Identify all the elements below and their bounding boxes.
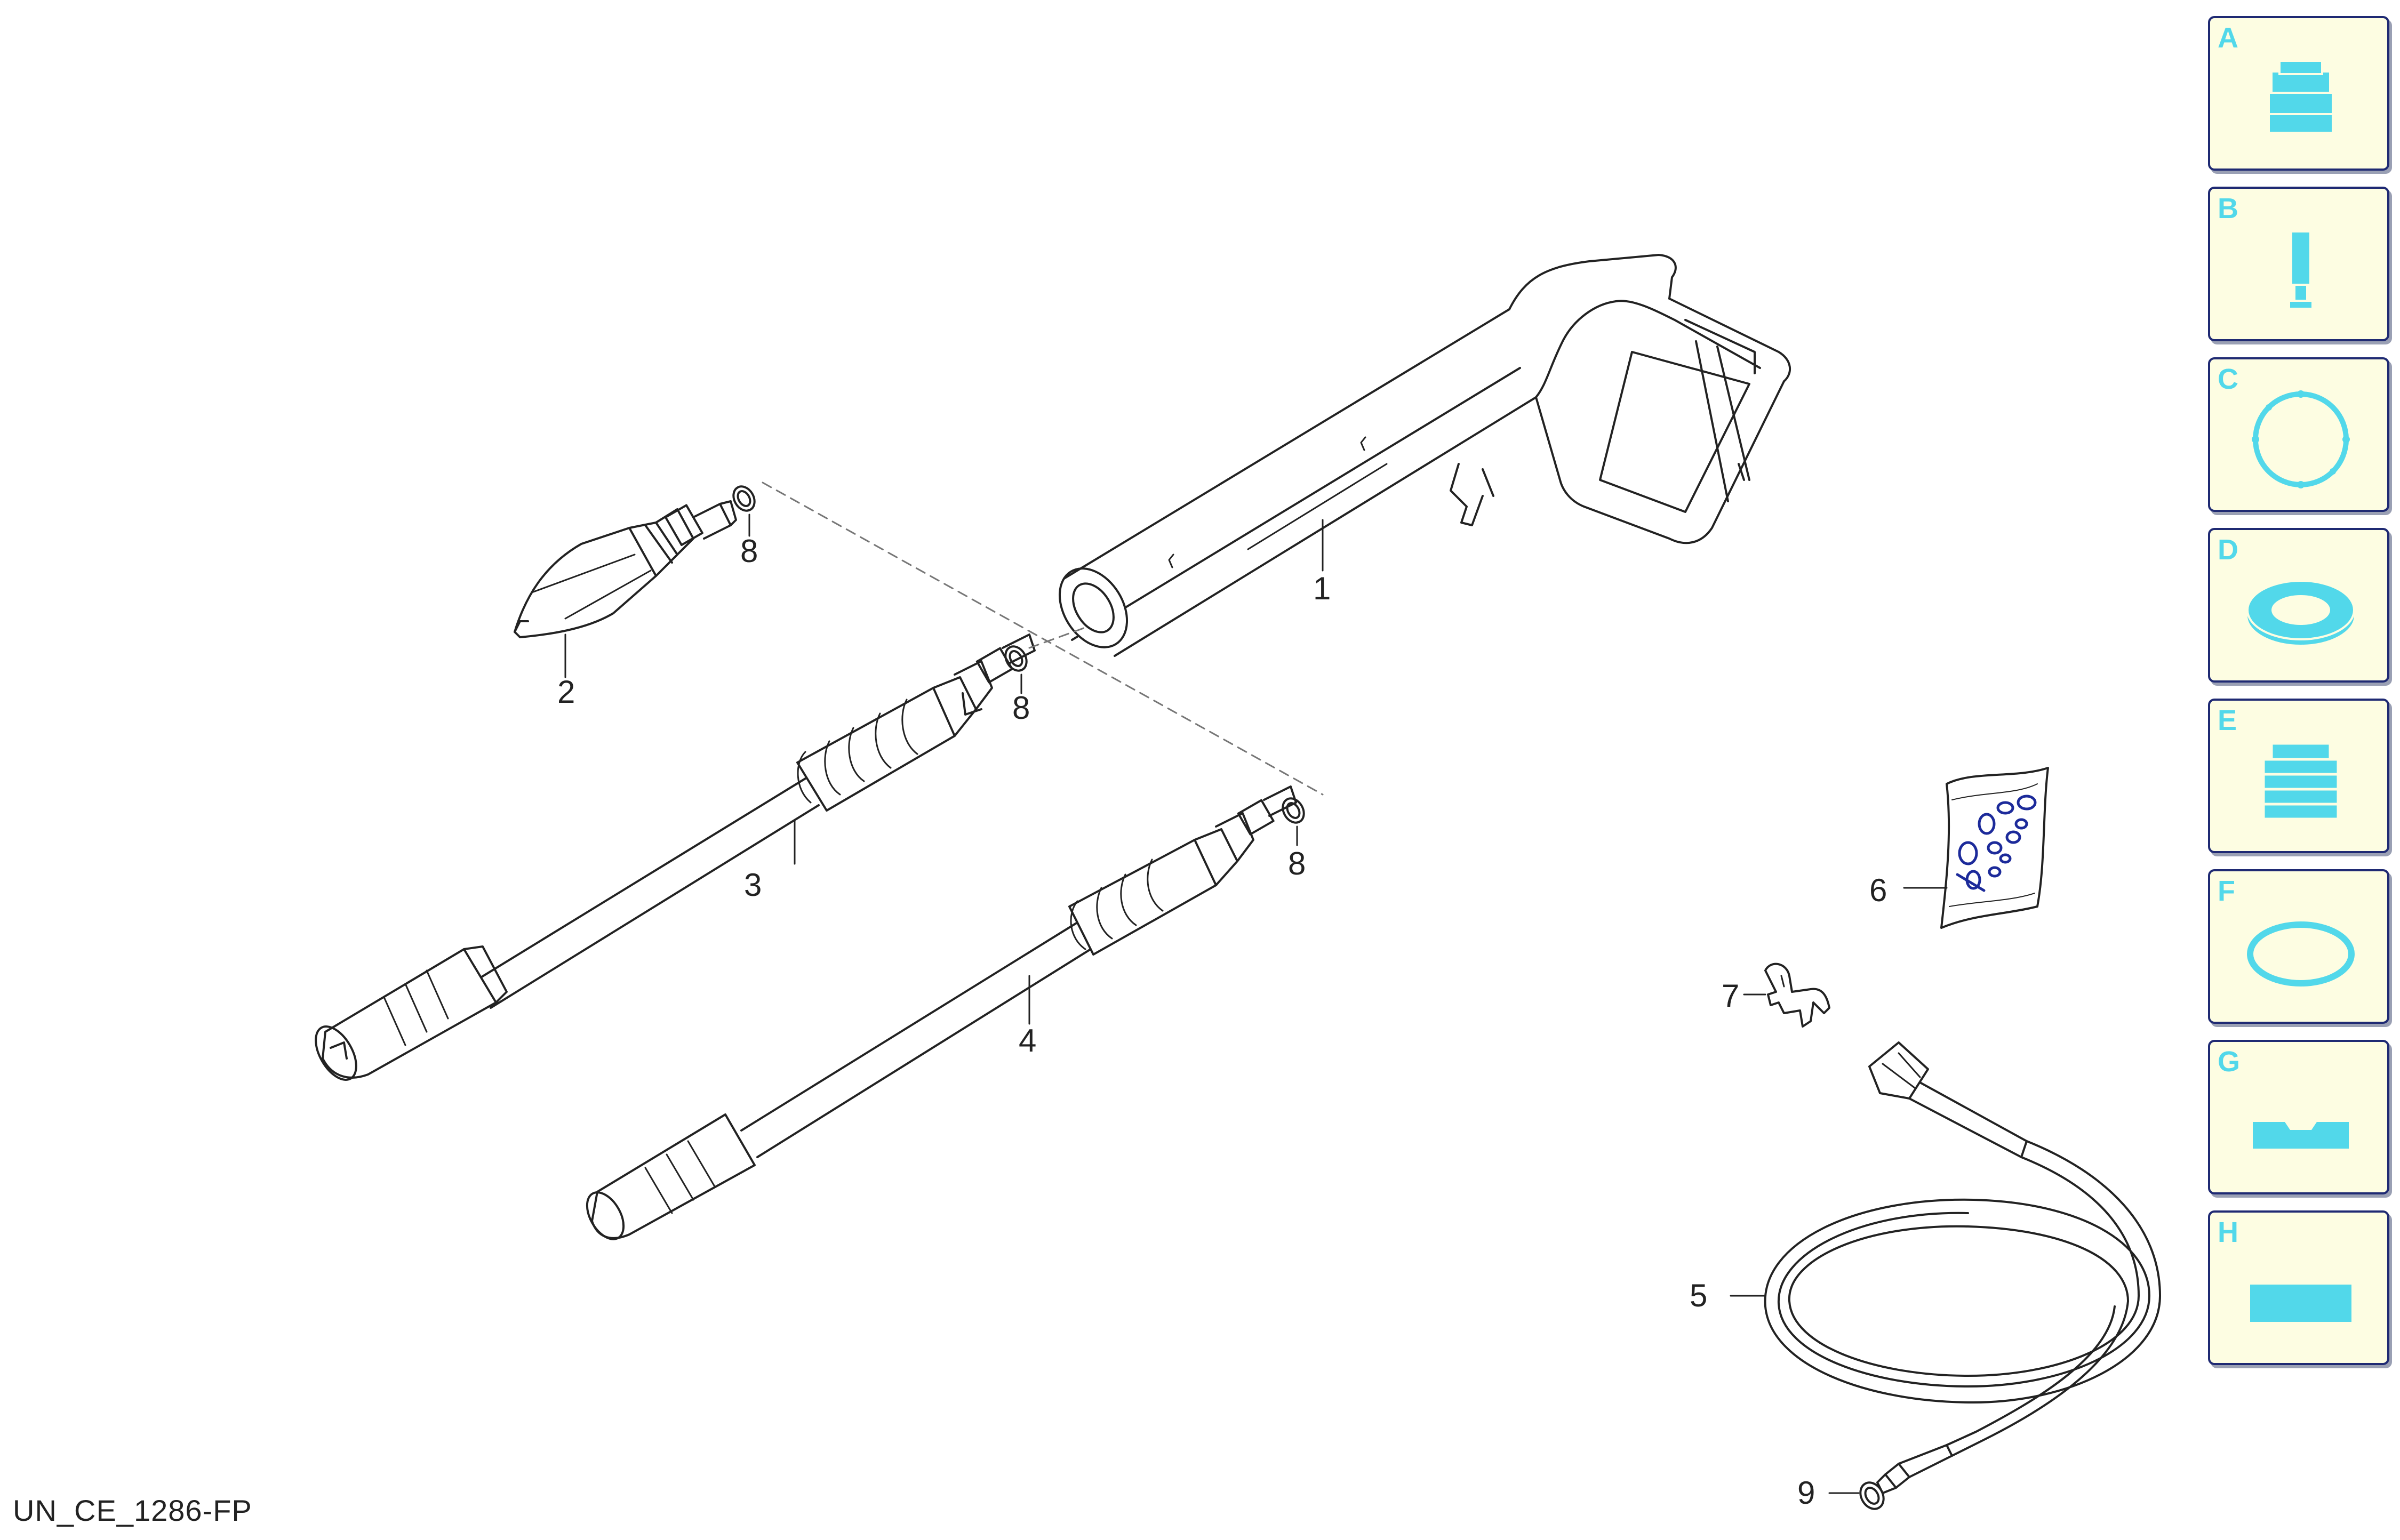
- callout-5[interactable]: 5: [1690, 1278, 1707, 1313]
- part-lance-rotary[interactable]: [308, 633, 1036, 1087]
- callout-4[interactable]: 4: [1019, 1023, 1036, 1058]
- part-o-ring-8b[interactable]: [1001, 643, 1030, 694]
- ring-with-notches-icon: [2252, 390, 2350, 488]
- legend-tile-a[interactable]: A: [2208, 16, 2389, 171]
- o-ring-icon: [2247, 921, 2355, 986]
- drawing-id-label: UN_CE_1286-FP: [13, 1494, 252, 1527]
- callout-6[interactable]: 6: [1869, 872, 1887, 908]
- legend-letter: E: [2218, 704, 2237, 736]
- callout-2[interactable]: 2: [557, 674, 575, 710]
- legend-letter: A: [2218, 22, 2238, 54]
- part-lance-power[interactable]: [580, 785, 1297, 1246]
- legend-tile-f[interactable]: F: [2208, 869, 2389, 1024]
- callout-8-a[interactable]: 8: [740, 533, 758, 569]
- callout-1[interactable]: 1: [1313, 571, 1331, 606]
- part-rotary-nozzle[interactable]: [514, 500, 737, 678]
- part-o-ring-8a[interactable]: [729, 483, 758, 537]
- legend-sidebar: A B C: [2208, 16, 2392, 1381]
- legend-letter: H: [2218, 1216, 2238, 1248]
- part-o-ring-8c[interactable]: [1278, 795, 1308, 846]
- legend-tile-g[interactable]: G: [2208, 1040, 2389, 1194]
- legend-tile-h[interactable]: H: [2208, 1210, 2389, 1365]
- legend-tile-b[interactable]: B: [2208, 187, 2389, 341]
- part-seal-kit[interactable]: [1903, 767, 2049, 929]
- part-o-ring-9[interactable]: [1828, 1478, 1888, 1513]
- flat-block-icon: [2250, 1285, 2351, 1322]
- flat-washer-icon: [2246, 580, 2355, 645]
- legend-letter: D: [2218, 534, 2238, 566]
- ribbed-cylinder-icon: [2262, 742, 2340, 821]
- callout-7[interactable]: 7: [1722, 978, 1739, 1014]
- legend-tile-d[interactable]: D: [2208, 528, 2389, 683]
- slotted-block-icon: [2253, 1122, 2349, 1149]
- callout-8-c[interactable]: 8: [1288, 846, 1306, 881]
- pin-icon: [2288, 230, 2314, 310]
- legend-tile-e[interactable]: E: [2208, 699, 2389, 853]
- part-clip[interactable]: [1743, 962, 1830, 1028]
- part-spray-gun[interactable]: [1046, 254, 1791, 660]
- legend-letter: G: [2218, 1046, 2241, 1078]
- legend-letter: C: [2218, 363, 2238, 395]
- callout-8-b[interactable]: 8: [1012, 690, 1030, 726]
- legend-tile-c[interactable]: C: [2208, 357, 2389, 512]
- part-hose[interactable]: [1730, 1041, 2161, 1494]
- nozzle-connector-icon: [2268, 60, 2334, 134]
- legend-letter: B: [2218, 192, 2238, 224]
- legend-letter: F: [2218, 875, 2235, 907]
- assembly-guide-lines: [762, 482, 1324, 796]
- callout-9[interactable]: 9: [1797, 1475, 1815, 1511]
- callout-3[interactable]: 3: [744, 867, 762, 903]
